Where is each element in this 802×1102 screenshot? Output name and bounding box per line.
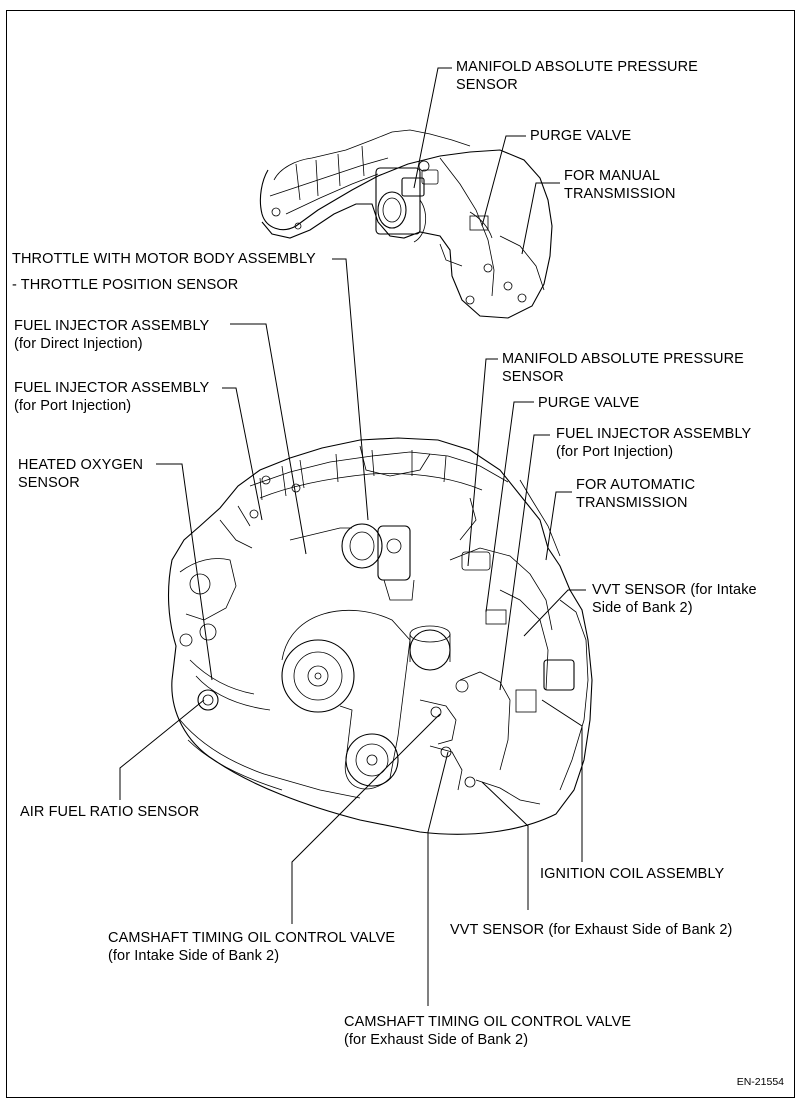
label-ignition-coil-assembly: IGNITION COIL ASSEMBLY — [540, 866, 725, 882]
label-ocv-exhaust: CAMSHAFT TIMING OIL CONTROL VALVE(for Ex… — [344, 1014, 632, 1048]
label-fuel-injector-port-left: FUEL INJECTOR ASSEMBLY(for Port Injectio… — [14, 380, 210, 414]
label-air-fuel-ratio-sensor: AIR FUEL RATIO SENSOR — [20, 804, 200, 820]
figure-id: EN-21554 — [736, 1076, 784, 1088]
label-fuel-injector-port-right: FUEL INJECTOR ASSEMBLY(for Port Injectio… — [556, 426, 752, 460]
label-vvt-sensor-exhaust: VVT SENSOR (for Exhaust Side of Bank 2) — [450, 922, 733, 938]
label-fuel-injector-direct: FUEL INJECTOR ASSEMBLY(for Direct Inject… — [14, 318, 210, 352]
label-vvt-sensor-intake: VVT SENSOR (for Intake Side of Bank 2) — [592, 582, 757, 616]
label-purge-valve-lower: PURGE VALVE — [538, 395, 640, 411]
engine-assembly-drawing — [167, 437, 593, 835]
leader-lines — [119, 67, 586, 1006]
diagram-frame — [6, 10, 795, 1098]
label-purge-valve-upper: PURGE VALVE — [530, 128, 632, 144]
label-throttle-body-assembly: THROTTLE WITH MOTOR BODY ASSEMBLY - THRO… — [12, 251, 316, 293]
label-ocv-intake: CAMSHAFT TIMING OIL CONTROL VALVE(for In… — [108, 930, 396, 964]
intake-manifold-drawing — [259, 129, 553, 319]
